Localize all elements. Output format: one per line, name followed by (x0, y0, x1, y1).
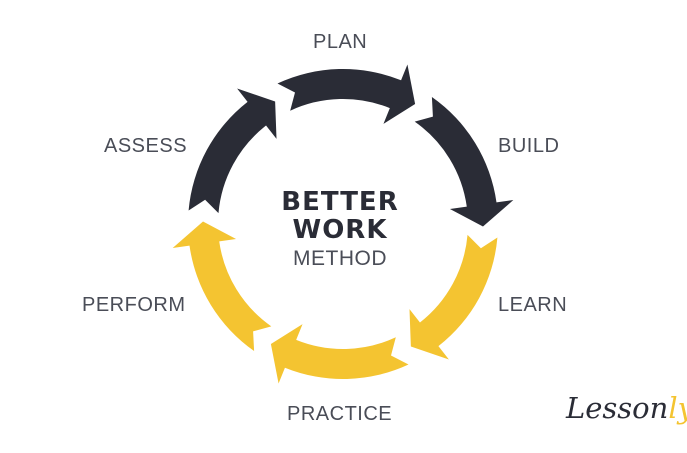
step-label-build: BUILD (498, 135, 560, 157)
center-title-method: METHOD (293, 247, 387, 270)
arrow-learn-to-practice (409, 234, 498, 360)
cycle-arrows (172, 64, 514, 384)
center-title-work: WORK (292, 215, 388, 245)
arrow-practice-to-perform (270, 324, 409, 384)
arrow-assess-to-plan (188, 88, 277, 214)
arrow-build-to-learn (414, 97, 514, 227)
step-label-learn: LEARN (498, 294, 568, 316)
step-label-plan: PLAN (313, 31, 368, 53)
logo-text-accent: ly (668, 391, 687, 425)
center-title-better: BETTER (281, 187, 399, 217)
logo-text-main: Lesson (566, 391, 669, 425)
step-label-perform: PERFORM (82, 294, 186, 316)
arrow-plan-to-build (277, 64, 416, 124)
arrow-perform-to-assess (172, 221, 272, 351)
step-label-assess: ASSESS (104, 135, 188, 157)
step-label-practice: PRACTICE (287, 403, 393, 425)
lessonly-logo: Lessonly (566, 394, 687, 423)
